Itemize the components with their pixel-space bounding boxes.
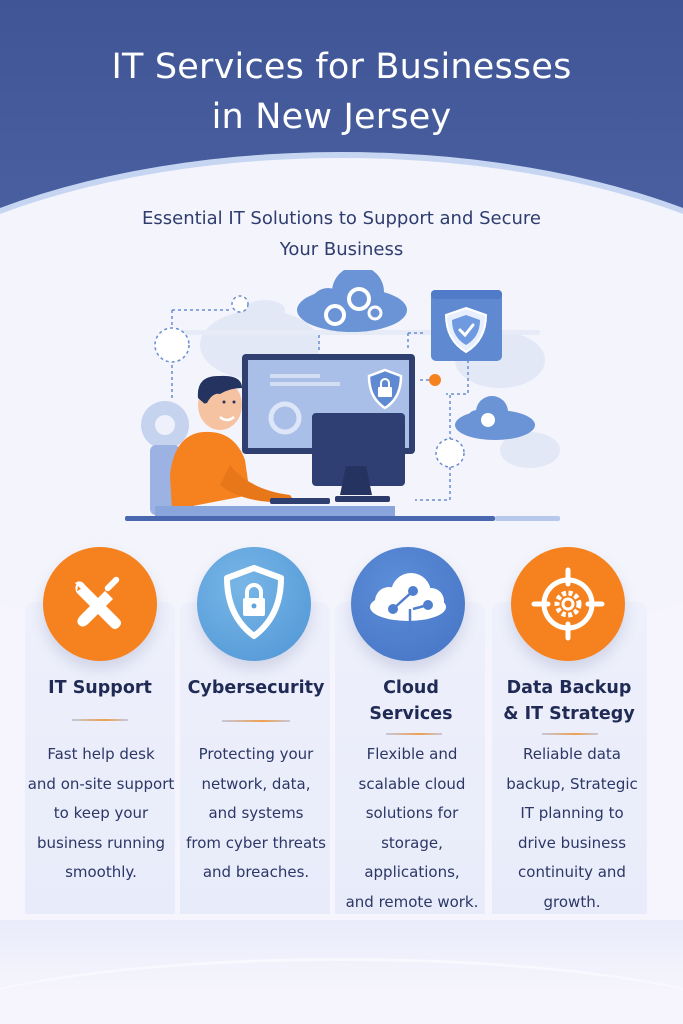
hero-illustration	[125, 270, 560, 521]
service-title: IT Support	[48, 678, 152, 698]
page-subtitle: Essential IT Solutions to Support and Se…	[0, 203, 683, 265]
cloud-network-icon	[370, 573, 446, 635]
gear-icon	[141, 401, 189, 449]
decorative-floor	[0, 920, 683, 1024]
cloud-gears-icon	[297, 270, 407, 332]
service-title: Data Backup & IT Strategy	[503, 678, 635, 724]
service-title: Cybersecurity	[187, 678, 325, 698]
service-description: Flexible and scalable cloud solutions fo…	[345, 745, 479, 911]
services-section: IT Support Fast help desk and on-site su…	[0, 540, 683, 920]
service-title: Cloud Services	[369, 678, 453, 724]
service-description: Fast help desk and on-site support to ke…	[27, 745, 175, 881]
cloud-services-icon-circle	[351, 547, 465, 661]
page-title: IT Services for Businesses in New Jersey	[0, 42, 683, 142]
cloud-icon	[455, 396, 535, 440]
data-backup-icon-circle	[511, 547, 625, 661]
person-illustration	[150, 375, 330, 515]
shield-lock-icon	[224, 565, 284, 639]
service-description: Protecting your network, data, and syste…	[186, 745, 326, 881]
title-divider	[72, 719, 128, 721]
target-gear-icon	[531, 567, 605, 641]
title-line-1: IT Services for Businesses	[111, 47, 572, 87]
front-monitor	[312, 413, 405, 502]
wrench-screwdriver-icon	[75, 576, 121, 629]
it-support-icon-circle	[43, 547, 157, 661]
shield-check-window-icon	[431, 290, 502, 361]
cybersecurity-icon-circle	[197, 547, 311, 661]
subtitle-line-2: Your Business	[279, 239, 404, 260]
title-divider	[386, 733, 442, 735]
title-divider	[222, 720, 290, 722]
service-description: Reliable data backup, Strategic IT plann…	[506, 745, 638, 911]
title-line-2: in New Jersey	[211, 97, 452, 137]
title-divider	[542, 733, 598, 735]
subtitle-line-1: Essential IT Solutions to Support and Se…	[141, 208, 541, 229]
